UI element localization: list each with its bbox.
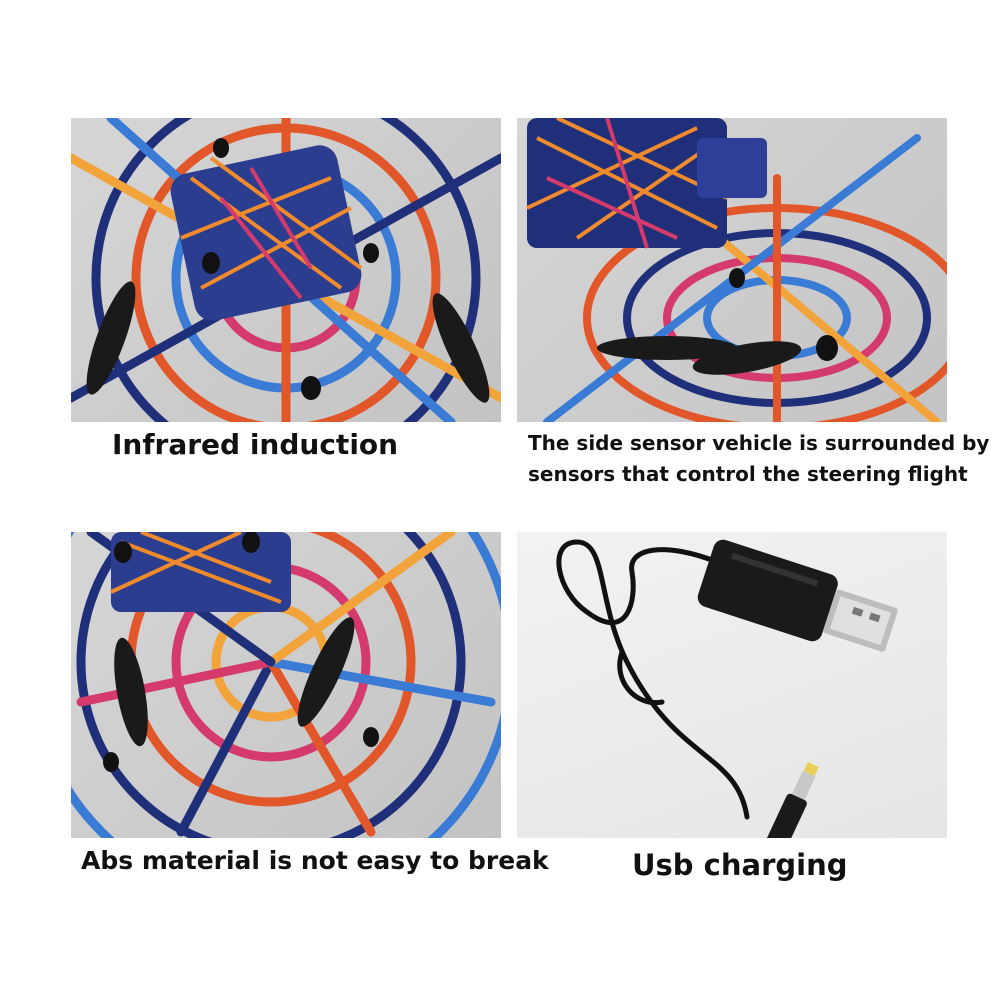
drone-cage-photo [71,532,501,838]
drone-infrared-photo [71,118,501,422]
caption-usb-charging: Usb charging [632,848,848,882]
usb-cable-illustration [556,539,898,838]
caption-side-sensor-line-2: sensors that control the steering flight [528,462,968,486]
caption-abs-material: Abs material is not easy to break [81,846,549,875]
caption-side-sensor: The side sensor vehicle is surrounded by… [528,428,989,490]
drone-infrared-illustration [71,118,501,422]
caption-infrared-induction: Infrared induction [112,428,399,461]
drone-side-sensor-illustration [526,118,947,422]
drone-cage-illustration [71,532,501,838]
usb-cable-photo [517,532,947,838]
caption-side-sensor-line-1: The side sensor vehicle is surrounded by [528,431,990,455]
drone-side-sensor-photo [517,118,947,422]
